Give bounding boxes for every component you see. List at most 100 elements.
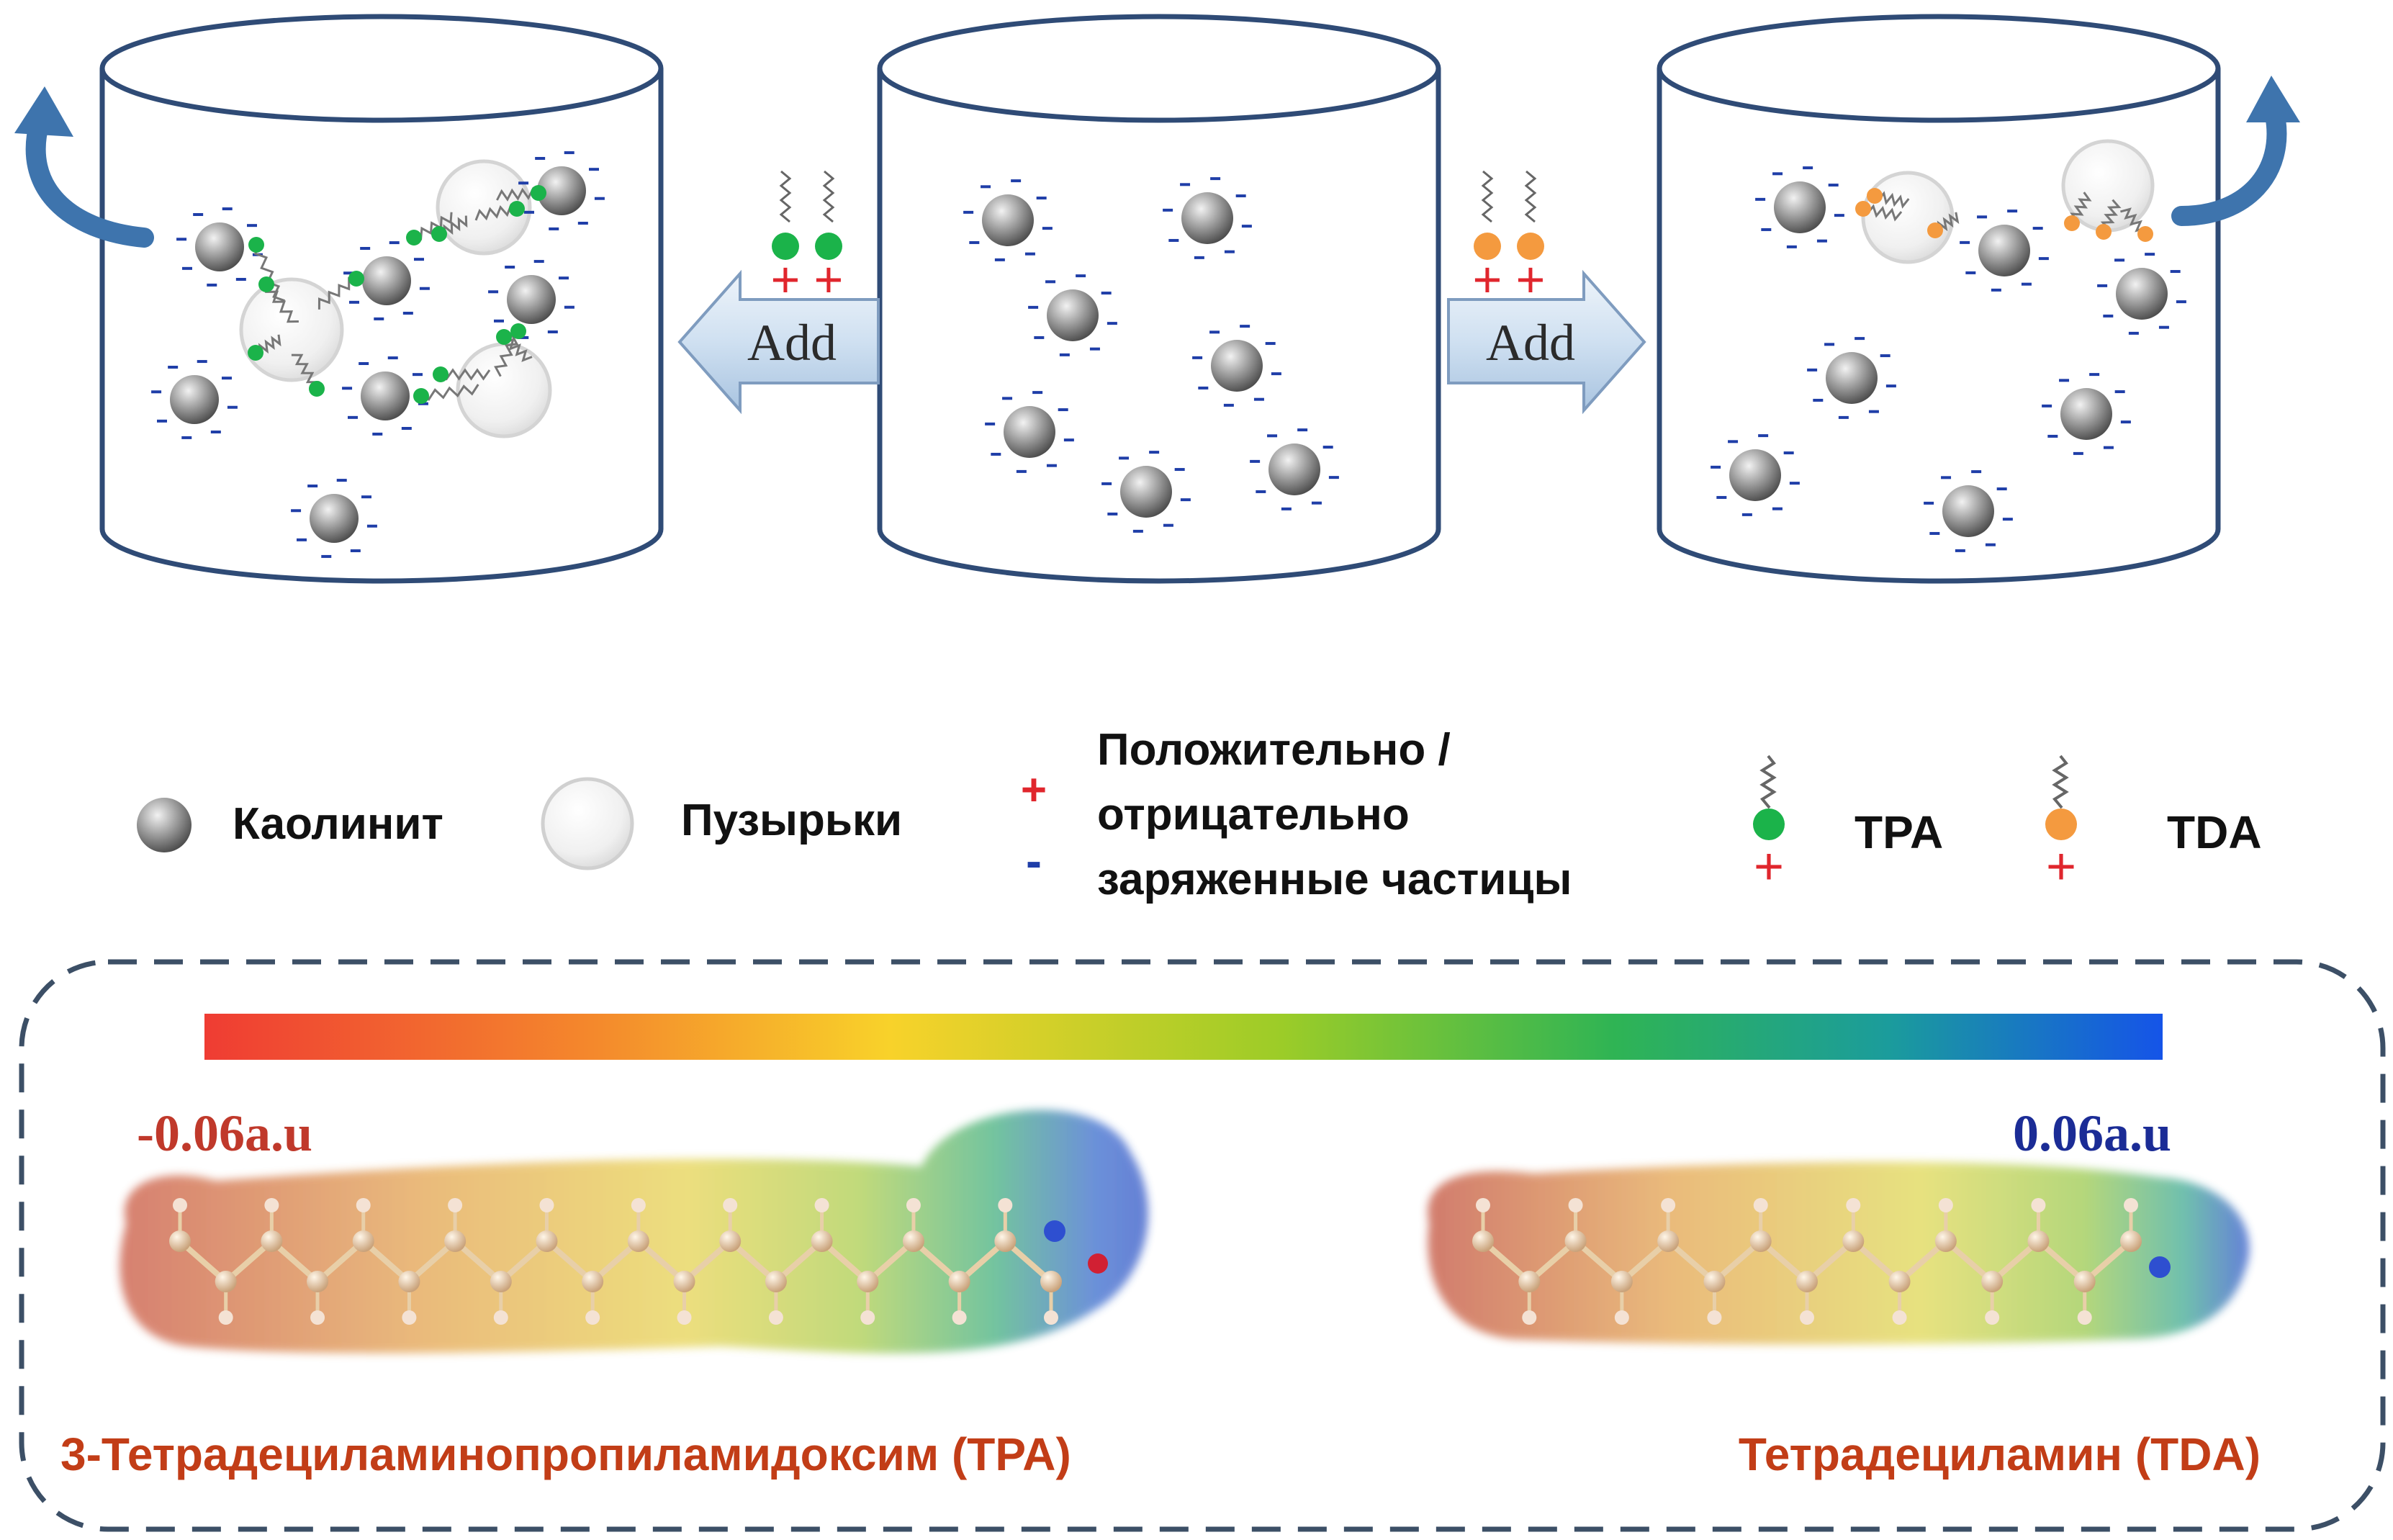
kaolinite-particle	[1924, 470, 2013, 552]
carbon-atom	[169, 1230, 191, 1252]
legend-plus-sign: +	[1021, 765, 1047, 815]
hydrogen-atom	[1044, 1310, 1058, 1325]
reagent-molecule: +	[814, 170, 843, 307]
carbon-atom	[811, 1230, 833, 1252]
kaolinite-particle	[151, 360, 238, 439]
add-label-left: Add	[747, 314, 837, 372]
carbon-atom	[490, 1271, 512, 1292]
collector-head	[496, 329, 512, 345]
kaolinite-sphere	[2116, 268, 2168, 320]
hydrogen-atom	[264, 1198, 279, 1212]
reagent-head	[772, 233, 799, 260]
collector-head	[413, 388, 429, 404]
collector-molecule	[413, 384, 479, 404]
collector-molecule	[2064, 192, 2092, 231]
reagent-plus: +	[1473, 251, 1502, 307]
collector-molecule	[431, 215, 468, 242]
carbon-atom	[352, 1230, 374, 1252]
add-arrow-left: Add	[677, 269, 880, 415]
kaolinite-sphere	[310, 494, 359, 543]
collector-head	[248, 345, 263, 361]
kaolinite-particle	[291, 479, 377, 558]
collector-molecule	[2096, 199, 2122, 240]
collector-tail	[253, 243, 285, 302]
kaolinite-particle	[1192, 325, 1281, 407]
collector-head	[433, 366, 449, 382]
hydrogen-atom	[1476, 1198, 1490, 1212]
kaolinite-particle	[488, 260, 574, 339]
stir-arrow-right	[2171, 76, 2300, 226]
collector-head	[1927, 222, 1943, 238]
kaolinite-sphere	[1268, 443, 1320, 495]
kaolinite-sphere	[1211, 340, 1263, 392]
collector-tail	[439, 368, 491, 381]
beaker-body	[99, 68, 664, 584]
kaolinite-particle	[342, 356, 428, 436]
kaolinite-sphere	[1004, 406, 1055, 458]
collector-molecule	[291, 354, 325, 397]
collector-head	[431, 226, 447, 242]
carbon-atom	[1564, 1230, 1587, 1252]
collector-head	[2064, 215, 2080, 231]
kaolinite-particle	[1755, 166, 1844, 248]
collector-head	[348, 271, 364, 287]
collector-molecule	[406, 212, 453, 246]
kaolinite-particle	[963, 179, 1053, 261]
collector-head	[248, 237, 264, 253]
nitrogen-atom	[2149, 1256, 2171, 1278]
collector-molecule	[1927, 212, 1960, 238]
hydrogen-atom	[310, 1310, 325, 1325]
hydrogen-atom	[1753, 1198, 1768, 1212]
carbon-atom	[765, 1271, 787, 1292]
bubble	[436, 159, 532, 256]
kaolinite-particle	[1807, 337, 1896, 419]
legend-minus-sign: -	[1026, 834, 1042, 887]
tda-atom-chain	[1472, 1198, 2171, 1325]
carbon-atom	[673, 1271, 695, 1292]
hydrogen-atom	[1707, 1310, 1722, 1325]
potential-color-scale	[204, 1014, 2163, 1060]
tda-full-name: Тетрадециламин (TDA)	[1739, 1428, 2261, 1480]
hydrogen-atom	[402, 1310, 417, 1325]
carbon-atom	[1842, 1230, 1865, 1252]
reagent-tail	[822, 170, 835, 223]
collector-tail	[317, 276, 359, 310]
legend-kaolinite-label: Каолинит	[233, 799, 443, 849]
oxygen-atom	[1088, 1253, 1108, 1274]
carbon-atom	[1981, 1271, 2004, 1292]
reagent-head	[815, 233, 842, 260]
kaolinite-sphere	[1942, 485, 1994, 537]
reagent-tail	[1524, 170, 1537, 223]
kaolinite-particle	[2042, 373, 2131, 455]
hydrogen-atom	[1892, 1310, 1907, 1325]
legend-charge-line2: отрицательно	[1097, 790, 1410, 839]
collector-head	[531, 185, 546, 201]
tpa-atom-chain	[169, 1198, 1108, 1325]
hydrogen-atom	[539, 1198, 554, 1212]
legend-charge-line1: Положительно /	[1097, 725, 1451, 775]
kaolinite-particle	[1711, 434, 1800, 516]
scale-max-label: 0.06a.u	[2013, 1104, 2171, 1162]
hydrogen-atom	[677, 1310, 692, 1325]
beaker-body	[1657, 68, 2221, 584]
carbon-atom	[719, 1230, 742, 1252]
hydrogen-atom	[723, 1198, 738, 1212]
tda-molecule-surface	[1428, 1161, 2250, 1345]
collector-tail	[494, 332, 523, 377]
kaolinite-sphere	[537, 166, 586, 215]
carbon-atom	[2120, 1230, 2142, 1252]
kaolinite-sphere	[507, 275, 556, 324]
hydrogen-atom	[1846, 1198, 1861, 1212]
kaolinite-sphere	[362, 256, 411, 305]
collector-molecule	[258, 276, 299, 323]
bubble	[239, 277, 344, 382]
potential-panel: -0.06a.u 0.06a.u 3-Тетрадециламинопропил…	[19, 959, 2386, 1532]
kaolinite-sphere	[195, 222, 244, 271]
hydrogen-atom	[218, 1310, 233, 1325]
collector-molecule	[1855, 201, 1903, 222]
legend-tda-icon: +	[2045, 755, 2077, 896]
add-label-right: Add	[1486, 314, 1575, 372]
bubble	[1861, 171, 1955, 264]
hydrogen-atom	[1568, 1198, 1583, 1212]
collector-molecule	[496, 329, 533, 362]
